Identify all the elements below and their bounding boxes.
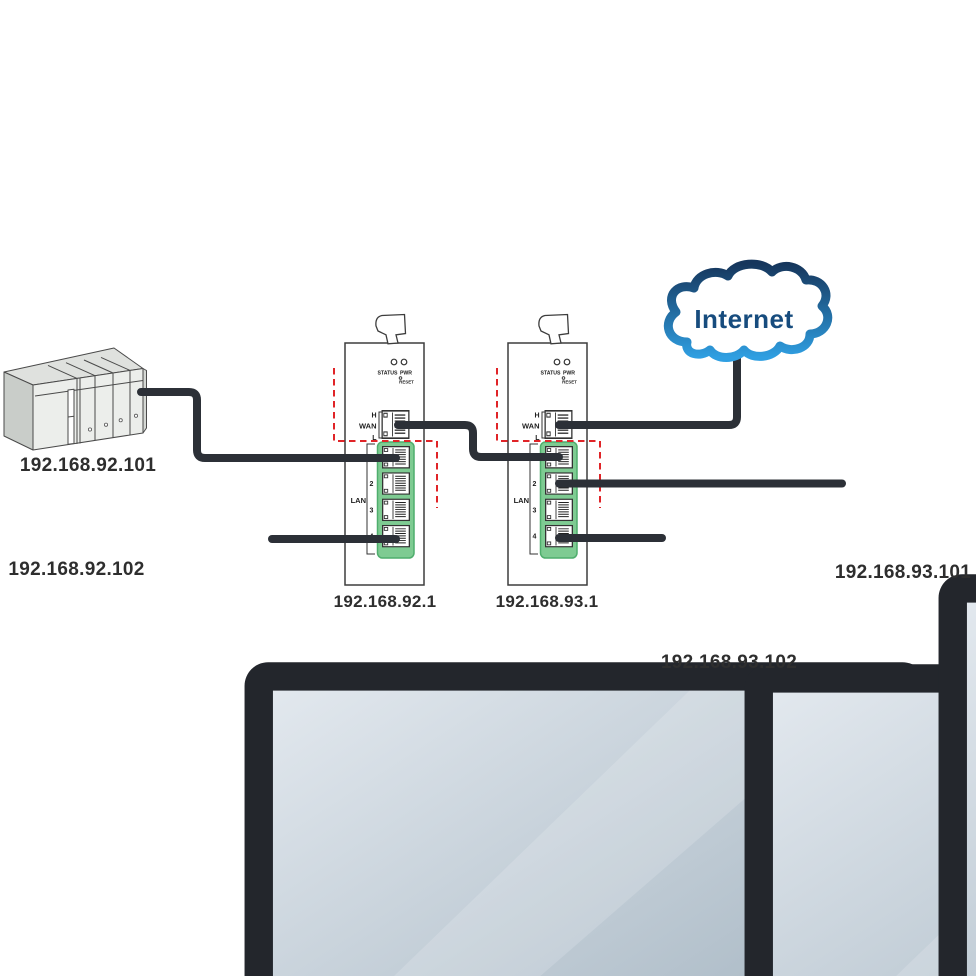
zone-boundary-router2	[496, 368, 601, 508]
wan-high-label: H	[534, 413, 539, 420]
lan-label: LAN	[514, 496, 529, 505]
power-led-label: PWR	[400, 371, 412, 377]
plc-device	[3, 347, 147, 451]
laptop-ip-label-93-101: 192.168.93.101	[834, 562, 972, 583]
router-device-1: STATUS PWR RESET H WAN L 1 2 3 4 LAN	[344, 313, 425, 586]
wan-label: WAN	[522, 422, 540, 431]
lan-label: LAN	[351, 496, 366, 505]
wan-low-label: L	[372, 435, 377, 442]
antenna-connector	[538, 313, 570, 345]
lan-port-3	[545, 498, 573, 522]
router2-ip-label: 192.168.93.1	[495, 592, 599, 611]
laptop-ip-label-92-102: 192.168.92.102	[8, 559, 145, 580]
cable-plc-to-router1-lan1	[137, 388, 400, 462]
power-led-label: PWR	[563, 371, 575, 377]
power-led	[400, 358, 408, 366]
reset-label: RESET	[399, 380, 414, 385]
wan-high-label: H	[371, 413, 376, 420]
lan-port-number: 2	[533, 481, 537, 488]
laptop-ip-label-93-102: 192.168.93.102	[660, 652, 798, 673]
network-zone-boundaries	[333, 368, 601, 508]
status-led	[390, 358, 398, 366]
reset-button	[561, 376, 566, 380]
antenna-connector	[375, 313, 407, 345]
wan-low-label: L	[535, 435, 540, 442]
reset-button	[398, 376, 403, 380]
lan-port-number: 2	[370, 481, 374, 488]
router-device-2: STATUS PWR RESET H WAN L 1 2 3 4 LAN	[507, 313, 588, 586]
internet-label: Internet	[694, 304, 794, 334]
lan-port-number: 3	[370, 507, 374, 514]
reset-label: RESET	[562, 380, 577, 385]
zone-boundary-router1	[333, 368, 438, 508]
cable-router1-wan-to-router2-lan1	[394, 421, 563, 461]
internet-cloud	[663, 259, 833, 362]
lan-port-2	[382, 472, 410, 495]
status-led	[553, 358, 561, 366]
ethernet-cables	[137, 342, 846, 543]
wan-bracket	[378, 411, 382, 439]
lan-port-number: 4	[533, 534, 537, 541]
plc-module-leds	[88, 413, 138, 432]
status-led-label: STATUS	[378, 371, 399, 377]
lan-bracket	[529, 443, 538, 555]
cable-router2-wan-to-internet	[555, 342, 741, 429]
lan-bracket	[366, 443, 375, 555]
wan-label: WAN	[359, 422, 377, 431]
status-led-label: STATUS	[541, 371, 562, 377]
lan-port-number: 3	[533, 507, 537, 514]
power-led	[563, 358, 571, 366]
wan-bracket	[541, 411, 545, 439]
plc-ip-label: 192.168.92.101	[19, 455, 157, 476]
lan-port-3	[382, 498, 410, 522]
router1-ip-label: 192.168.92.1	[333, 592, 437, 611]
